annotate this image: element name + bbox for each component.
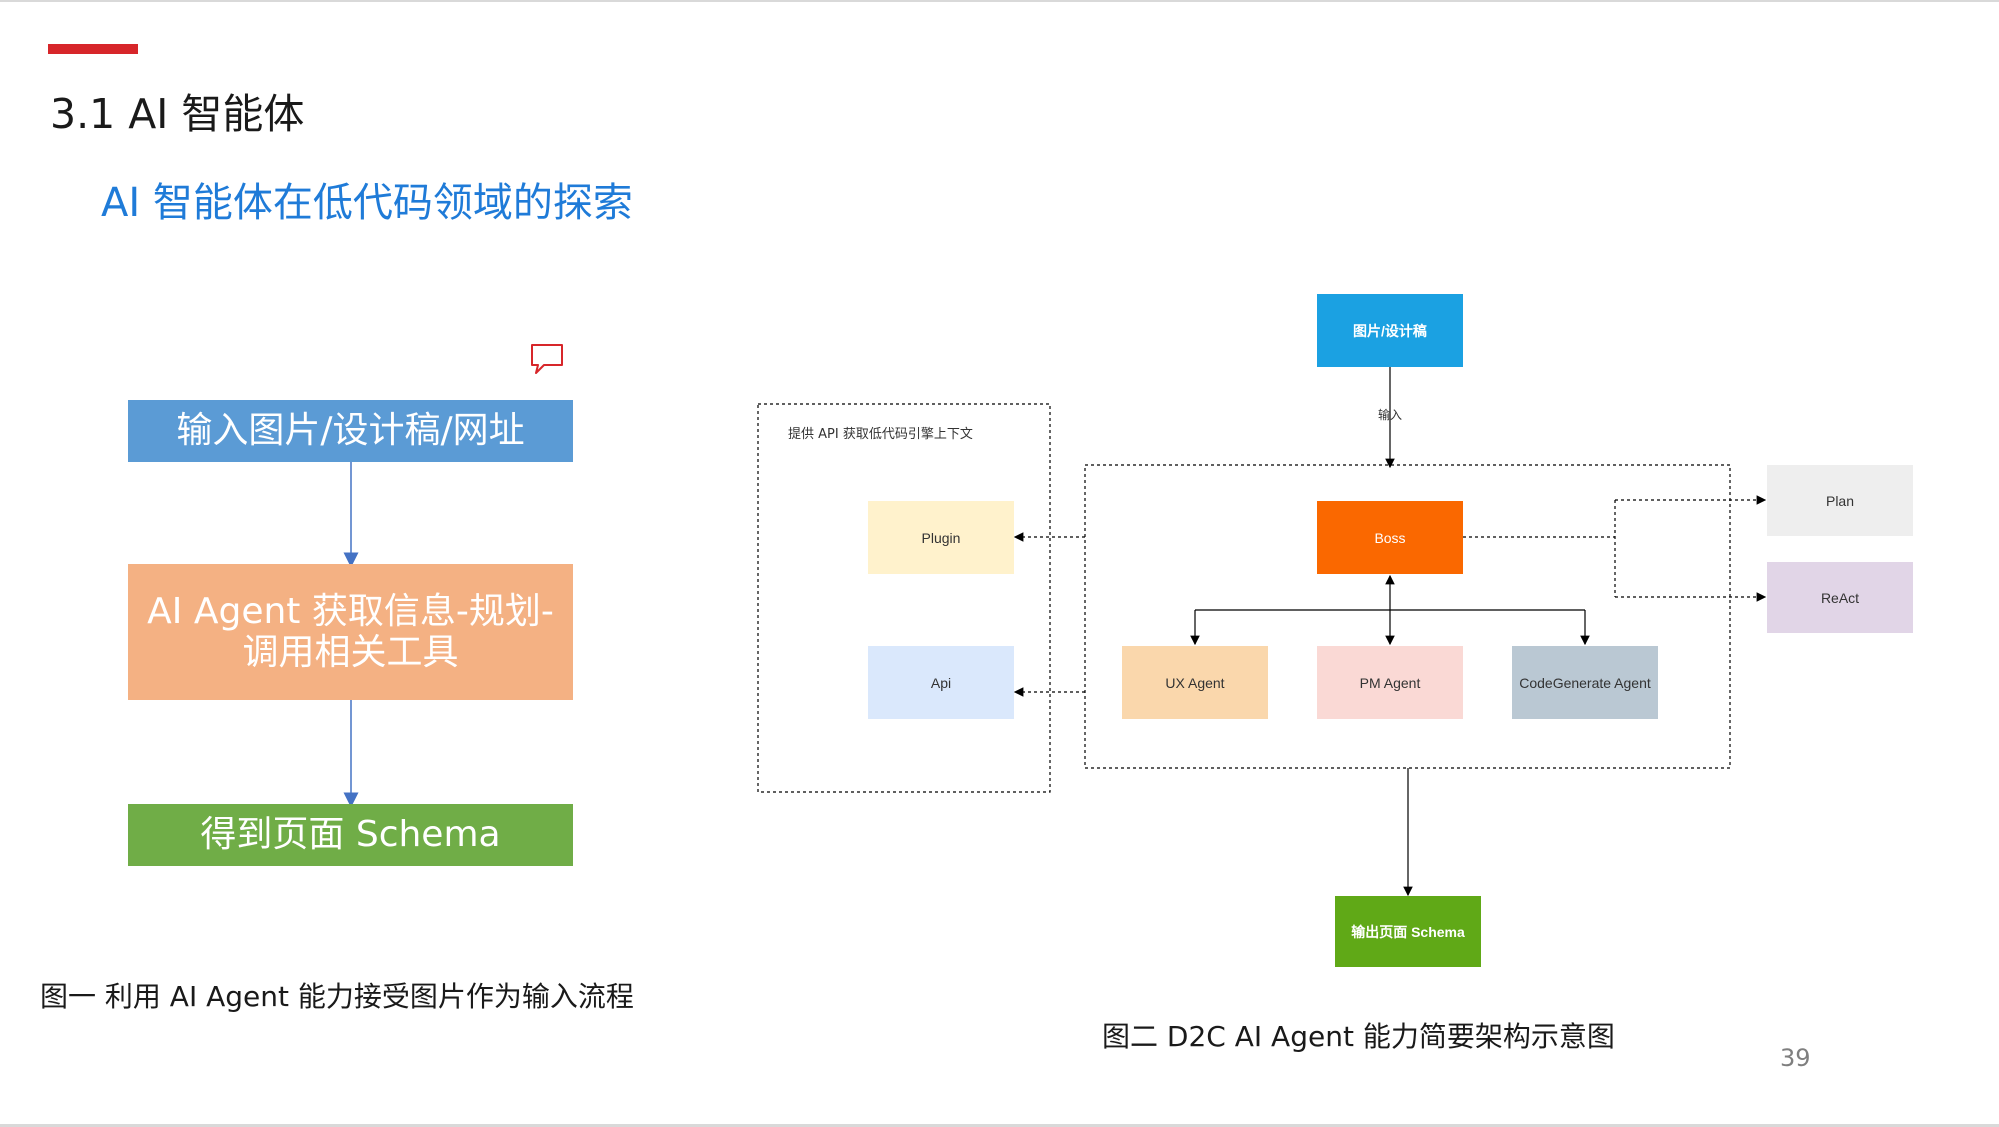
figure-1-caption: 图一 利用 AI Agent 能力接受图片作为输入流程	[40, 980, 634, 1013]
input-edge-label: 输入	[1378, 408, 1403, 422]
top-border	[0, 0, 1999, 2]
title-accent-bar	[48, 44, 138, 54]
comment-icon[interactable]	[530, 343, 564, 375]
page-number: 39	[1780, 1044, 1811, 1072]
node-boss: Boss	[1317, 501, 1463, 574]
node-output-schema: 输出页面 Schema	[1335, 896, 1481, 967]
node-api: Api	[868, 646, 1014, 719]
slide-subtitle: AI 智能体在低代码领域的探索	[101, 180, 633, 226]
context-group-box	[757, 403, 1051, 793]
node-codegen-agent: CodeGenerate Agent	[1512, 646, 1658, 719]
bottom-border	[0, 1124, 1999, 1127]
flow-step-output: 得到页面 Schema	[128, 804, 573, 866]
node-input-image: 图片/设计稿	[1317, 294, 1463, 367]
flow-step-agent: AI Agent 获取信息-规划-调用相关工具	[128, 564, 573, 700]
flow-step-input: 输入图片/设计稿/网址	[128, 400, 573, 462]
node-pm-agent: PM Agent	[1317, 646, 1463, 719]
context-group-label: 提供 API 获取低代码引擎上下文	[788, 427, 973, 442]
node-ux-agent: UX Agent	[1122, 646, 1268, 719]
node-plan: Plan	[1767, 465, 1913, 536]
node-plugin: Plugin	[868, 501, 1014, 574]
slide-title: 3.1 AI 智能体	[50, 90, 305, 138]
figure-2-caption: 图二 D2C AI Agent 能力简要架构示意图	[1102, 1020, 1615, 1053]
node-react: ReAct	[1767, 562, 1913, 633]
